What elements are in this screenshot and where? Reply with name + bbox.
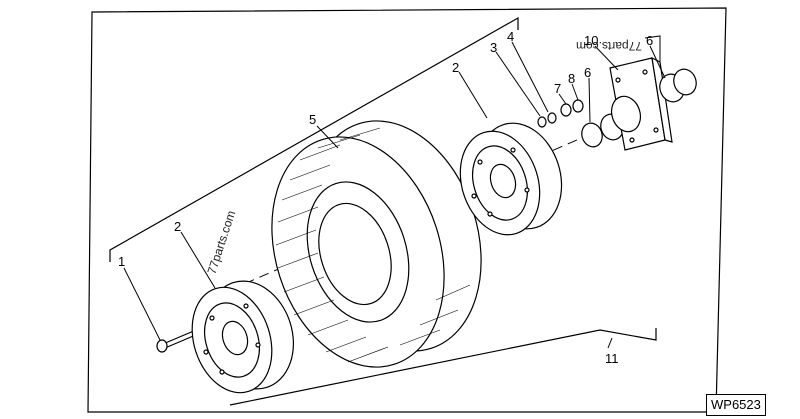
right-rim-part xyxy=(459,122,563,236)
callout-7: 7 xyxy=(554,81,561,96)
callout-2-right: 2 xyxy=(452,60,459,75)
figure-code: WP6523 xyxy=(706,394,766,416)
callout-11: 11 xyxy=(605,351,619,366)
left-rim-part xyxy=(191,280,295,394)
hub-bushing-part xyxy=(581,113,624,148)
callout-5: 5 xyxy=(309,112,316,127)
hub-bracket xyxy=(644,35,661,62)
callout-1: 1 xyxy=(118,254,125,269)
watermark-left: 77parts.com xyxy=(205,209,239,276)
assembly-bracket xyxy=(109,16,657,406)
tire-part xyxy=(271,120,482,368)
callout-6-right: 6 xyxy=(646,33,653,48)
hub-plate-part xyxy=(609,56,673,151)
callout-10: 10 xyxy=(584,33,598,48)
callout-4: 4 xyxy=(507,29,514,44)
callout-3: 3 xyxy=(490,40,497,55)
nut-washer-parts xyxy=(537,99,584,128)
end-bushing-part xyxy=(659,68,697,103)
leader-lines xyxy=(123,41,666,349)
callout-8: 8 xyxy=(568,71,575,86)
callout-6-left: 6 xyxy=(584,65,591,80)
watermark-top: 77parts.com xyxy=(576,39,642,53)
callout-2-left: 2 xyxy=(174,219,181,234)
